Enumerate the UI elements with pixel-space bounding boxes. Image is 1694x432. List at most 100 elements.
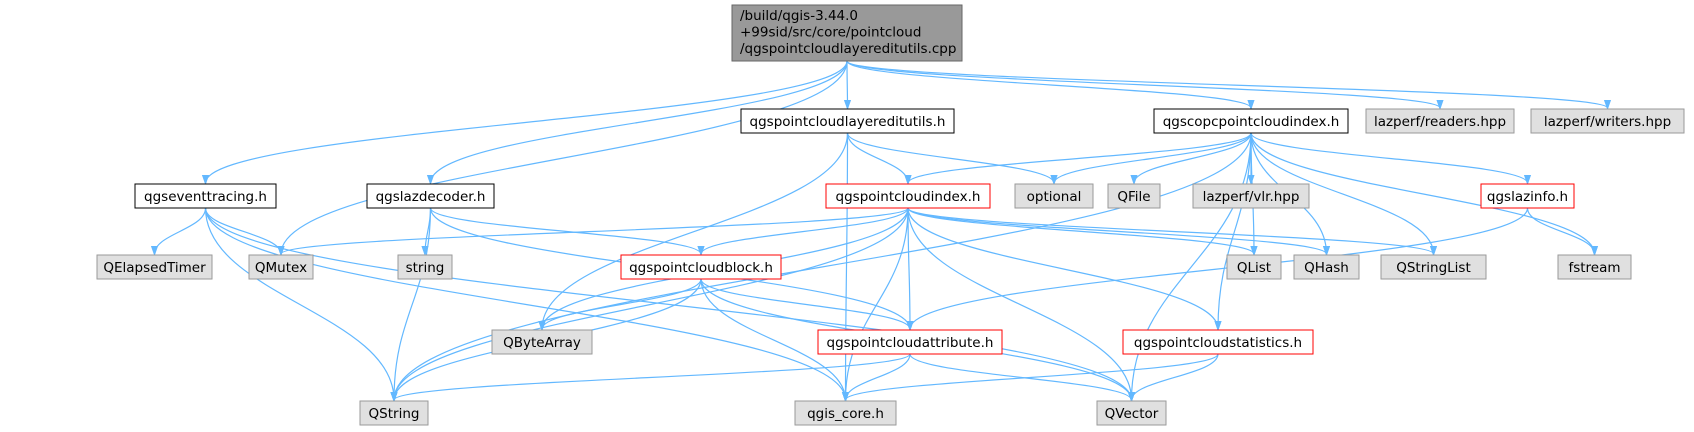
- edge-pcindex_h-to-qlist: [907, 207, 1254, 254]
- edge-pcindex_h-to-qstring: [394, 207, 909, 400]
- node-pcstatistics-h[interactable]: qgspointcloudstatistics.h: [1122, 329, 1314, 355]
- edge-pcindex_h-to-pcblock_h: [701, 207, 909, 254]
- edge-pcstatistics_h-to-qgis_core_h: [846, 353, 1219, 400]
- edge-copcindex_h-to-pcindex_h: [908, 132, 1252, 183]
- node-pcblock-h[interactable]: qgspointcloudblock.h: [620, 254, 782, 280]
- edge-copcindex_h-to-fstream: [1250, 132, 1595, 254]
- node-box: [794, 400, 897, 426]
- node-label: qgis_core.h: [807, 406, 884, 422]
- edge-eventtracing_h-to-qstring: [204, 207, 395, 400]
- node-box: [1226, 254, 1282, 280]
- node-label: lazperf/readers.hpp: [1374, 114, 1506, 130]
- node-box: [1122, 329, 1314, 355]
- node-qstringlist: QStringList: [1380, 254, 1487, 280]
- node-optional: optional: [1014, 183, 1094, 209]
- edge-copcindex_h-to-pcstatistics_h: [1218, 132, 1252, 329]
- node-pcattribute-h[interactable]: qgspointcloudattribute.h: [817, 329, 1003, 355]
- edge-copcindex_h-to-lazinfo_h: [1250, 132, 1528, 183]
- node-eventtracing-h[interactable]: qgseventtracing.h: [134, 183, 277, 209]
- edge-lazinfo_h-to-fstream: [1526, 207, 1595, 254]
- edge-pcindex_h-to-qvector: [907, 207, 1132, 400]
- edge-eventtracing_h-to-qvector: [204, 207, 1132, 400]
- node-lazdecoder-h[interactable]: qgslazdecoder.h: [366, 183, 495, 209]
- node-label: lazperf/vlr.hpp: [1203, 189, 1300, 205]
- node-box: [397, 254, 453, 280]
- edge-pcindex_h-to-pcstatistics_h: [907, 207, 1218, 329]
- node-box: [96, 254, 213, 280]
- edge-root-to-qmutex: [281, 60, 848, 254]
- edge-pcblock_h-to-qgis_core_h: [700, 278, 846, 400]
- node-label: QStringList: [1396, 260, 1471, 276]
- edge-root-to-eventtracing_h: [206, 60, 848, 183]
- node-box: [825, 183, 991, 209]
- edge-pcblock_h-to-qbytearray: [542, 278, 702, 329]
- edge-pcattribute_h-to-qvector: [909, 353, 1132, 400]
- edge-layereditutils_h-to-qbytearray: [542, 132, 849, 329]
- node-label: QMutex: [255, 260, 307, 276]
- node-readers-hpp: lazperf/readers.hpp: [1365, 108, 1515, 134]
- edge-layereditutils_h-to-qgis_core_h: [846, 132, 848, 400]
- node-label: QElapsedTimer: [103, 260, 206, 276]
- node-box: [1192, 183, 1310, 209]
- node-box: [740, 108, 955, 134]
- file-nodes: /build/qgis-3.44.0+99sid/src/core/pointc…: [96, 4, 1685, 426]
- node-box: [359, 400, 429, 426]
- node-fstream: fstream: [1557, 254, 1632, 280]
- node-pcindex-h[interactable]: qgspointcloudindex.h: [825, 183, 991, 209]
- node-qvector: QVector: [1096, 400, 1167, 426]
- edge-pcblock_h-to-pcattribute_h: [700, 278, 910, 329]
- node-root[interactable]: /build/qgis-3.44.0+99sid/src/core/pointc…: [731, 4, 963, 62]
- node-label: QHash: [1304, 260, 1349, 276]
- edge-pcindex_h-to-qhash: [907, 207, 1327, 254]
- node-box: [1557, 254, 1632, 280]
- node-box: [1107, 183, 1161, 209]
- node-box: [366, 183, 495, 209]
- node-lazinfo-h[interactable]: qgslazinfo.h: [1480, 183, 1575, 209]
- node-box: [1096, 400, 1167, 426]
- node-string: string: [397, 254, 453, 280]
- node-label: /build/qgis-3.44.0: [740, 8, 858, 24]
- node-label: qgspointcloudlayereditutils.h: [750, 114, 946, 130]
- node-layereditutils-h[interactable]: qgspointcloudlayereditutils.h: [740, 108, 955, 134]
- edge-copcindex_h-to-qfile: [1134, 132, 1252, 183]
- node-box: [1380, 254, 1487, 280]
- edge-pcattribute_h-to-qstring: [394, 353, 911, 400]
- node-qfile: QFile: [1107, 183, 1161, 209]
- edge-pcattribute_h-to-qgis_core_h: [846, 353, 911, 400]
- edge-lazdecoder_h-to-qstring: [394, 207, 432, 400]
- node-box: [1480, 183, 1575, 209]
- node-label: string: [406, 260, 445, 276]
- node-qgis-core-h: qgis_core.h: [794, 400, 897, 426]
- edge-root-to-writers_hpp: [846, 60, 1608, 108]
- edge-lazinfo_h-to-pcattribute_h: [910, 207, 1529, 329]
- edge-pcindex_h-to-qgis_core_h: [846, 207, 909, 400]
- node-qmutex: QMutex: [248, 254, 314, 280]
- edge-pcindex_h-to-qstringlist: [907, 207, 1434, 254]
- node-qbytearray: QByteArray: [491, 329, 593, 355]
- node-label: /qgspointcloudlayereditutils.cpp: [740, 41, 956, 57]
- edge-copcindex_h-to-optional: [1054, 132, 1252, 183]
- node-label: qgslazdecoder.h: [376, 189, 486, 205]
- node-box: [491, 329, 593, 355]
- edge-pcindex_h-to-pcattribute_h: [908, 207, 910, 329]
- node-box: [248, 254, 314, 280]
- edge-root-to-lazdecoder_h: [431, 60, 848, 183]
- node-vlr-hpp: lazperf/vlr.hpp: [1192, 183, 1310, 209]
- edge-layereditutils_h-to-optional: [846, 132, 1055, 183]
- node-qhash: QHash: [1293, 254, 1360, 280]
- node-copcindex-h[interactable]: qgscopcpointcloudindex.h: [1153, 108, 1349, 134]
- node-label: QList: [1237, 260, 1271, 276]
- edge-eventtracing_h-to-qelapsedtimer: [155, 207, 207, 254]
- edge-root-to-layereditutils_h: [847, 60, 848, 108]
- node-label: qgspointcloudattribute.h: [827, 335, 994, 351]
- node-label: +99sid/src/core/pointcloud: [740, 25, 921, 41]
- edge-eventtracing_h-to-qgis_core_h: [204, 207, 846, 400]
- node-box: [1530, 108, 1685, 134]
- edge-copcindex_h-to-qstringlist: [1250, 132, 1434, 254]
- node-label: qgslazinfo.h: [1487, 189, 1568, 205]
- node-label: lazperf/writers.hpp: [1544, 114, 1671, 130]
- node-qlist: QList: [1226, 254, 1282, 280]
- node-label: qgspointcloudstatistics.h: [1134, 335, 1302, 351]
- edge-copcindex_h-to-qvector: [1132, 132, 1252, 400]
